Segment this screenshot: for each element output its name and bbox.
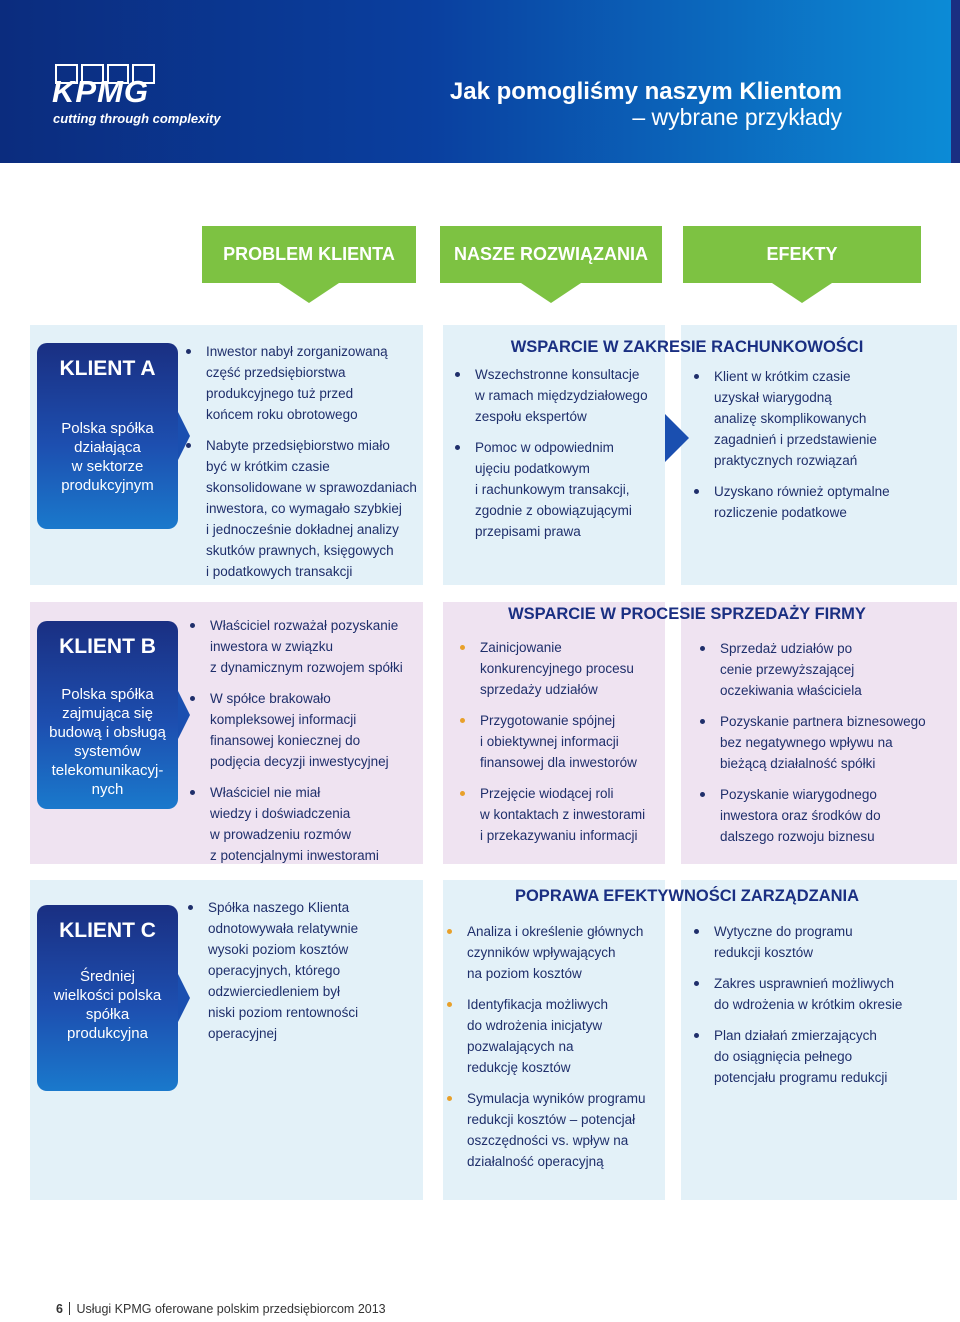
list-item: Symulacja wyników programu redukcji kosz… (447, 1088, 665, 1172)
banner-edge (951, 0, 960, 163)
client-c-name: KLIENT C (59, 919, 156, 942)
list-item: Analiza i określenie głównych czynników … (447, 921, 665, 984)
footer-text: Usługi KPMG oferowane polskim przedsiębi… (76, 1302, 386, 1316)
section-b-effect-bg (681, 602, 957, 864)
list-item: Wszechstronne konsultacje w ramach międz… (455, 364, 665, 427)
client-a-description: Polska spółka działająca w sektorze prod… (61, 420, 154, 494)
page-number: 6 (56, 1302, 63, 1316)
section-c-solution-bg (443, 880, 665, 1200)
client-c-box: KLIENT C Średniej wielkości polska spółk… (37, 905, 178, 1091)
list-item: Pozyskanie partnera biznesowego bez nega… (700, 711, 950, 774)
list-item: Przejęcie wiodącej roli w kontaktach z i… (460, 783, 665, 846)
client-c-effects: Wytyczne do programu redukcji kosztów Za… (694, 921, 944, 1098)
section-a-effect-bg (681, 325, 957, 585)
client-b-box: KLIENT B Polska spółka zajmująca się bud… (37, 621, 178, 809)
list-item: Wytyczne do programu redukcji kosztów (694, 921, 944, 963)
list-item: Inwestor nabył zorganizowaną część przed… (186, 341, 426, 425)
client-b-problems: Właściciel rozważał pozyskanie inwestora… (190, 615, 420, 876)
list-item: Spółka naszego Klienta odnotowywała rela… (188, 897, 418, 1044)
column-header-effects: EFEKTY (683, 226, 921, 283)
column-header-effects-tip (772, 283, 832, 303)
list-item: Pozyskanie wiarygodnego inwestora oraz ś… (700, 784, 950, 847)
client-c-problems: Spółka naszego Klienta odnotowywała rela… (188, 897, 418, 1054)
kpmg-tagline: cutting through complexity (53, 111, 221, 126)
client-a-arrow (178, 412, 190, 460)
client-c-arrow (178, 974, 190, 1022)
section-b-solution-bg (443, 602, 665, 864)
header-banner (0, 0, 951, 163)
list-item: Uzyskano również optymalne rozliczenie p… (694, 481, 939, 523)
client-b-name: KLIENT B (59, 635, 156, 658)
column-header-problem-tip (279, 283, 339, 303)
list-item: Plan działań zmierzających do osiągnięci… (694, 1025, 944, 1088)
column-header-solutions: NASZE ROZWIĄZANIA (440, 226, 662, 283)
client-a-solutions: Wszechstronne konsultacje w ramach międz… (455, 364, 665, 552)
client-b-arrow (178, 691, 190, 739)
kpmg-logo: KPMG (52, 74, 149, 109)
list-item: Pomoc w odpowiednim ujęciu podatkowym i … (455, 437, 665, 542)
list-item: Właściciel rozważał pozyskanie inwestora… (190, 615, 420, 678)
list-item: Identyfikacja możliwych do wdrożenia ini… (447, 994, 665, 1078)
client-b-description: Polska spółka zajmująca się budową i obs… (49, 686, 166, 798)
client-c-solution-title: POPRAWA EFEKTYWNOŚCI ZARZĄDZANIA (514, 887, 860, 905)
list-item: Przygotowanie spójnej i obiektywnej info… (460, 710, 665, 773)
client-a-effects: Klient w krótkim czasie uzyskał wiarygod… (694, 366, 939, 533)
client-c-description: Średniej wielkości polska spółka produkc… (53, 968, 162, 1042)
page-title: Jak pomogliśmy naszym Klientom (449, 78, 842, 105)
list-item: Zainicjowanie konkurencyjnego procesu sp… (460, 637, 665, 700)
kpmg-logo-boxes (55, 64, 155, 84)
client-a-solution-title: WSPARCIE W ZAKRESIE RACHUNKOWOŚCI (510, 338, 864, 356)
client-b-solutions: Zainicjowanie konkurencyjnego procesu sp… (460, 637, 665, 856)
list-item: W spółce brakowało kompleksowej informac… (190, 688, 420, 772)
page-subtitle: – wybrane przykłady (632, 104, 842, 130)
column-header-problem: PROBLEM KLIENTA (202, 226, 416, 283)
client-b-solution-title: WSPARCIE W PROCESIE SPRZEDAŻY FIRMY (508, 605, 866, 623)
list-item: Nabyte przedsiębiorstwo miało być w krót… (186, 435, 426, 582)
client-a-effects-arrow (665, 414, 689, 462)
client-a-name: KLIENT A (59, 357, 156, 380)
footer-divider (68, 1302, 71, 1315)
section-c-effect-bg (681, 880, 957, 1200)
client-b-effects: Sprzedaż udziałów po cenie przewyższając… (700, 638, 950, 857)
footer: 6 Usługi KPMG oferowane polskim przedsięb… (56, 1302, 386, 1316)
column-header-solutions-tip (521, 283, 581, 303)
client-a-problems: Inwestor nabył zorganizowaną część przed… (186, 341, 426, 592)
list-item: Sprzedaż udziałów po cenie przewyższając… (700, 638, 950, 701)
list-item: Zakres usprawnień możliwych do wdrożenia… (694, 973, 944, 1015)
list-item: Właściciel nie miał wiedzy i doświadczen… (190, 782, 420, 866)
section-a-solution-bg (443, 325, 665, 585)
client-a-box: KLIENT A Polska spółka działająca w sekt… (37, 343, 178, 529)
list-item: Klient w krótkim czasie uzyskał wiarygod… (694, 366, 939, 471)
client-c-solutions: Analiza i określenie głównych czynników … (447, 921, 665, 1182)
